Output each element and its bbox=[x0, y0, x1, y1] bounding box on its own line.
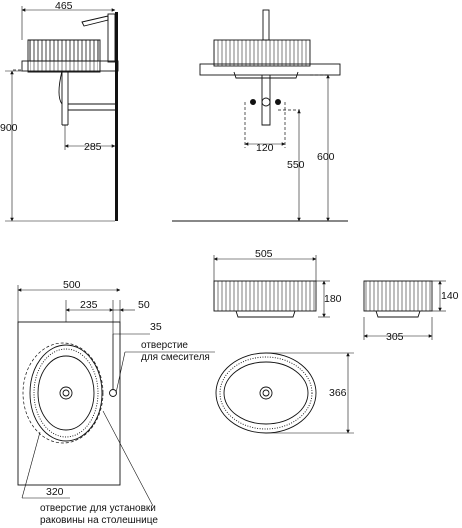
cutout-label-line1: отверстие для установки bbox=[40, 503, 156, 514]
top-width-dim: 500 bbox=[63, 279, 81, 291]
front-drain bbox=[261, 75, 271, 126]
wall-line bbox=[115, 12, 118, 221]
top-view: 500 235 50 35 отверстие для смесителя 32… bbox=[17, 279, 215, 526]
front-view: 120 550 600 bbox=[172, 9, 348, 222]
top-countertop bbox=[17, 321, 121, 486]
cutout-label-line2: раковины на столешнице bbox=[40, 515, 158, 526]
basin-large-height-dim: 180 bbox=[324, 293, 342, 305]
side-view: 465 900 285 bbox=[0, 0, 119, 222]
front-outlet-height-dim: 600 bbox=[317, 151, 335, 163]
front-trap-left bbox=[250, 99, 256, 105]
top-edge-offset-dim: 50 bbox=[138, 299, 150, 311]
basin-small-elevation bbox=[363, 280, 433, 312]
front-basin bbox=[213, 39, 311, 67]
basin-large-width-dim: 505 bbox=[255, 248, 273, 260]
front-trap-right bbox=[275, 99, 281, 105]
top-tap-hole-dim: 35 bbox=[150, 321, 162, 333]
top-drain bbox=[59, 386, 73, 400]
front-faucet bbox=[262, 9, 270, 41]
basin-large-depth-dim: 366 bbox=[329, 387, 347, 399]
tap-hole-label-line2: для смесителя bbox=[141, 352, 210, 363]
front-trap-width-dim: 120 bbox=[256, 142, 274, 154]
tap-hole-label-line1: отверстие bbox=[141, 340, 188, 351]
basin-large-plan bbox=[215, 352, 317, 434]
basin-large-drain bbox=[259, 386, 273, 400]
front-trap-height-dim: 550 bbox=[287, 159, 305, 171]
top-cutout bbox=[22, 342, 104, 444]
top-center-offset-dim: 235 bbox=[80, 299, 98, 311]
basin-large: 505 180 366 bbox=[213, 248, 354, 434]
basin-small-height-dim: 140 bbox=[441, 290, 459, 302]
basin-large-elevation bbox=[213, 280, 317, 312]
basin-small-width-dim: 305 bbox=[386, 331, 404, 343]
side-trap-dim: 285 bbox=[84, 141, 102, 153]
top-cutout-dim: 320 bbox=[46, 486, 64, 498]
top-tap-hole bbox=[109, 389, 117, 397]
side-width-dim: 465 bbox=[55, 0, 73, 12]
side-height-dim: 900 bbox=[0, 122, 18, 134]
side-trap bbox=[58, 70, 115, 126]
basin-small: 140 305 bbox=[363, 280, 459, 343]
top-basin-rim bbox=[29, 344, 103, 442]
side-faucet bbox=[81, 13, 116, 63]
